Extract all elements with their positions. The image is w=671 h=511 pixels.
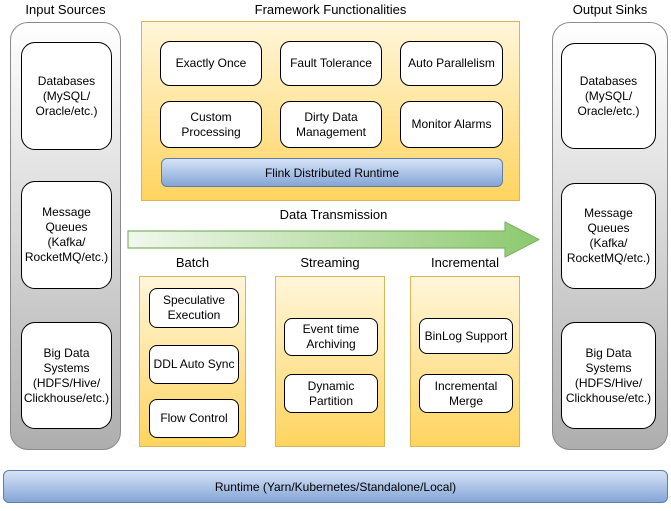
framework-functionalities-container: Exactly Once Fault Tolerance Auto Parall…	[141, 21, 520, 201]
batch-container: Speculative Execution DDL Auto Sync Flow…	[139, 276, 246, 447]
incremental-container: BinLog Support Incremental Merge	[410, 276, 520, 447]
input-sources-title: Input Sources	[25, 2, 106, 17]
feature-exactly-once: Exactly Once	[160, 41, 262, 86]
streaming-title: Streaming	[300, 255, 360, 270]
feature-fault-tolerance: Fault Tolerance	[280, 41, 382, 86]
output-sinks-title: Output Sinks	[572, 2, 648, 17]
input-source-databases: Databases (MySQL/ Oracle/etc.)	[21, 42, 112, 150]
framework-functionalities-title: Framework Functionalities	[254, 2, 407, 17]
batch-flow-control: Flow Control	[149, 399, 239, 438]
data-transmission-label: Data Transmission	[279, 207, 388, 222]
batch-ddl-auto-sync: DDL Auto Sync	[149, 345, 239, 384]
streaming-event-time-archiving: Event time Archiving	[284, 318, 378, 356]
feature-monitor-alarms: Monitor Alarms	[400, 101, 503, 148]
batch-speculative-execution: Speculative Execution	[149, 288, 239, 328]
input-source-big-data-systems: Big Data Systems (HDFS/Hive/ Clickhouse/…	[21, 322, 112, 429]
output-sinks-container: Databases (MySQL/ Oracle/etc.) Message Q…	[552, 22, 668, 450]
feature-dirty-data-management: Dirty Data Management	[280, 101, 382, 148]
input-sources-container: Databases (MySQL/ Oracle/etc.) Message Q…	[10, 22, 121, 450]
output-sink-databases: Databases (MySQL/ Oracle/etc.)	[561, 43, 656, 149]
output-sink-big-data-systems: Big Data Systems (HDFS/Hive/ Clickhouse/…	[561, 322, 656, 429]
incremental-title: Incremental	[431, 255, 499, 270]
streaming-dynamic-partition: Dynamic Partition	[284, 374, 378, 413]
runtime-bar: Runtime (Yarn/Kubernetes/Standalone/Loca…	[3, 470, 668, 503]
incremental-merge: Incremental Merge	[419, 374, 513, 413]
data-transmission-arrow-icon	[127, 221, 540, 258]
flink-distributed-runtime-bar: Flink Distributed Runtime	[161, 158, 503, 187]
batch-title: Batch	[175, 255, 210, 270]
feature-auto-parallelism: Auto Parallelism	[400, 41, 503, 86]
input-source-message-queues: Message Queues (Kafka/ RocketMQ/etc.)	[21, 181, 112, 289]
output-sink-message-queues: Message Queues (Kafka/ RocketMQ/etc.)	[561, 183, 656, 289]
incremental-binlog-support: BinLog Support	[419, 318, 513, 354]
streaming-container: Event time Archiving Dynamic Partition	[275, 276, 385, 447]
feature-custom-processing: Custom Processing	[160, 101, 262, 148]
